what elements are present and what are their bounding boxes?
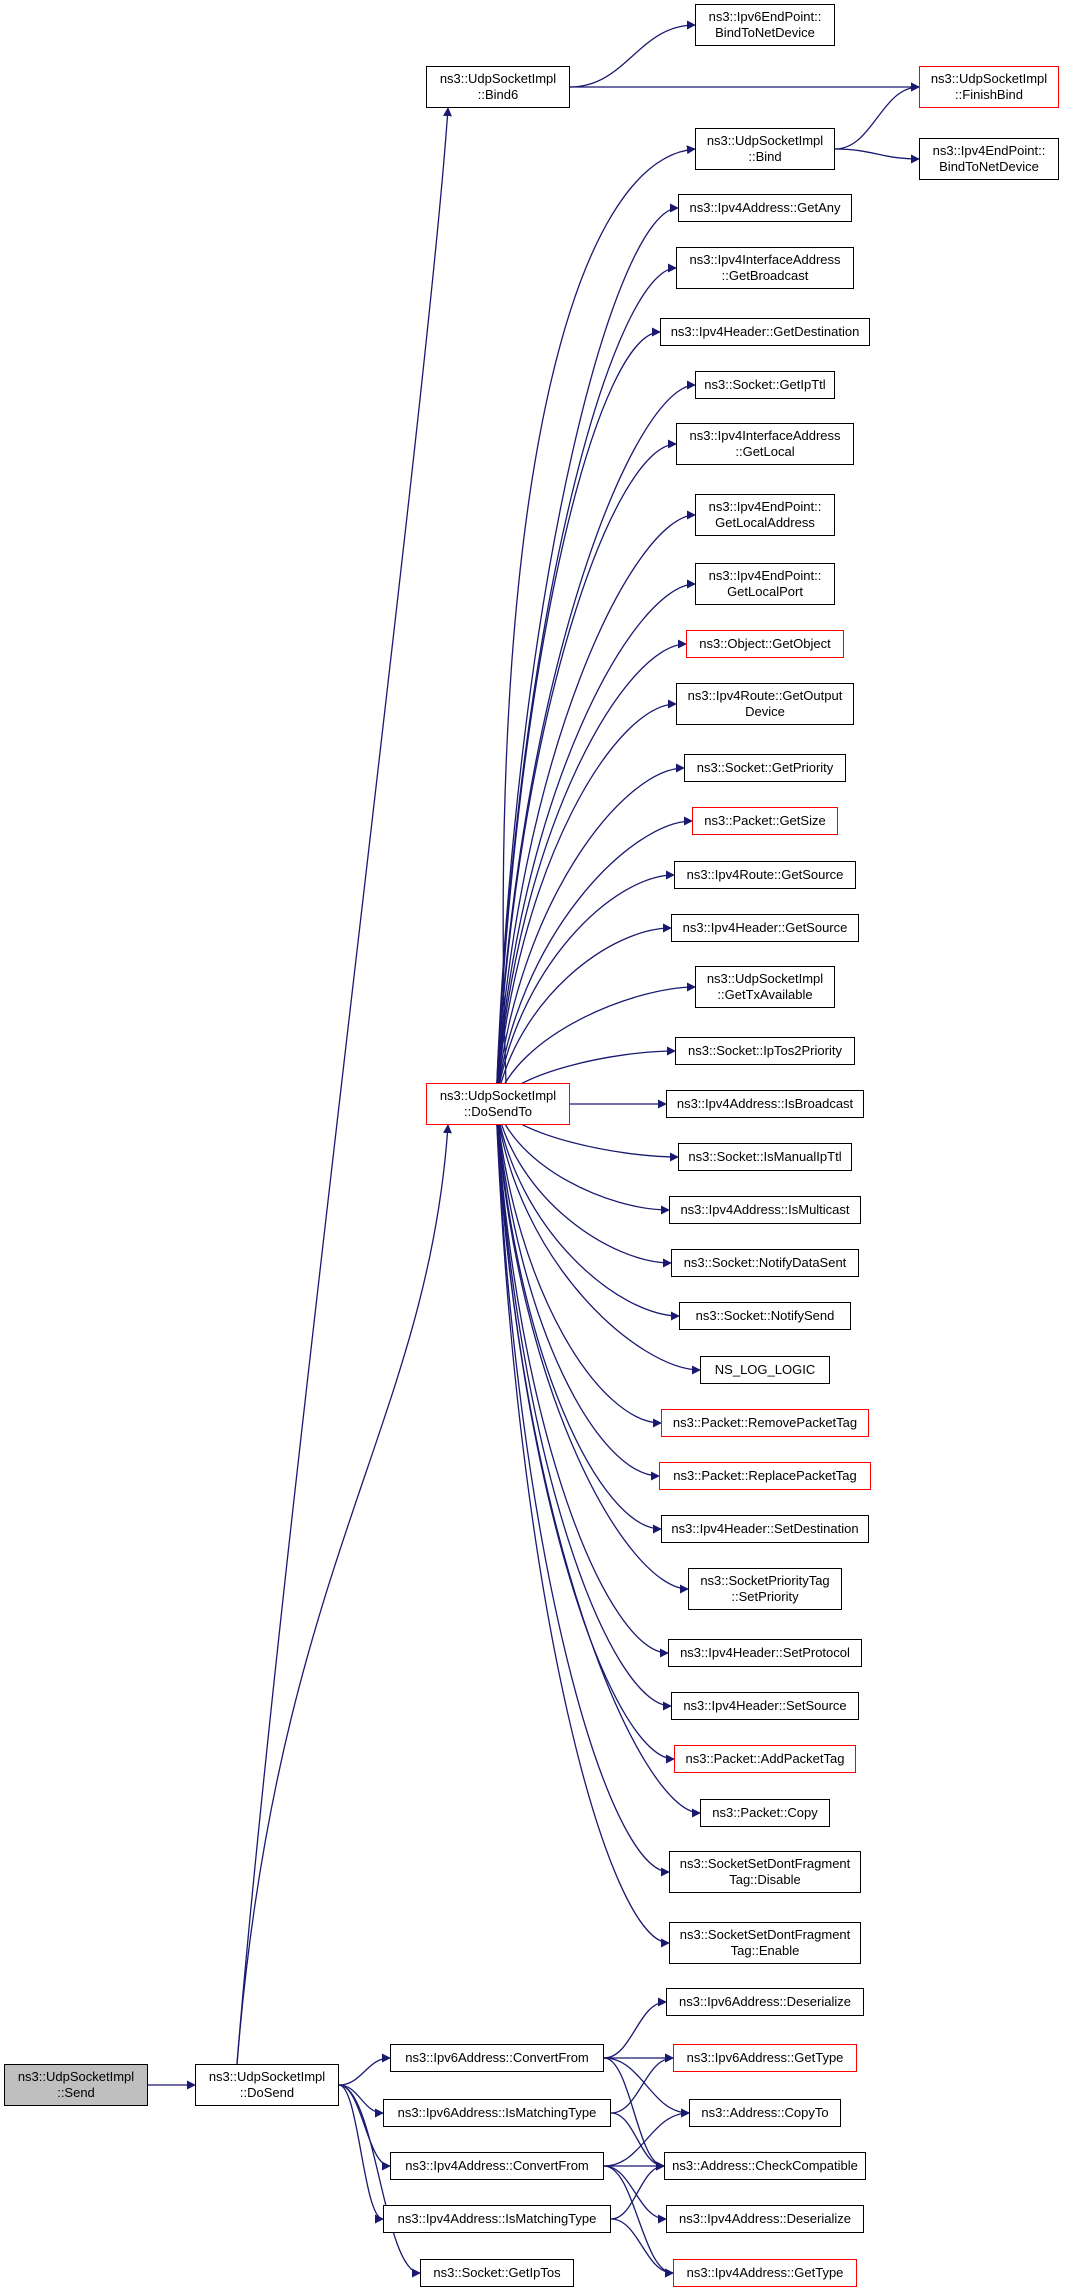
node-dosend[interactable]: ns3::UdpSocketImpl::DoSend (195, 2064, 339, 2106)
node-getiptos[interactable]: ns3::Socket::GetIpTos (420, 2259, 574, 2287)
edge-dosend-to-ipv6-ismatchingtype (338, 2084, 384, 2118)
edge-dosendto-to-removepackettag (495, 1103, 662, 1428)
edge-dosendto-to-dontfragment-disable (495, 1103, 670, 1877)
node-ipv4-endpoint-bindtonetdevice[interactable]: ns3::Ipv4EndPoint::BindToNetDevice (919, 138, 1059, 180)
edge-bind-to-finishbind (834, 82, 920, 150)
edge-ipv6-convertfrom-to-ipv6-deserialize (603, 1997, 667, 2059)
node-getbroadcast[interactable]: ns3::Ipv4InterfaceAddress::GetBroadcast (676, 247, 854, 289)
node-addpackettag[interactable]: ns3::Packet::AddPacketTag (674, 1745, 856, 1773)
edge-dosendto-to-route-getsource (495, 870, 675, 1105)
edge-ipv4-ismatchingtype-to-address-checkcompatible (610, 2161, 665, 2220)
node-header-getdestination[interactable]: ns3::Ipv4Header::GetDestination (660, 318, 870, 346)
node-send: ns3::UdpSocketImpl::Send (4, 2064, 148, 2106)
node-ipv4-ismatchingtype[interactable]: ns3::Ipv4Address::IsMatchingType (383, 2205, 611, 2233)
edge-dosendto-to-setprotocol (495, 1103, 669, 1658)
node-address-checkcompatible[interactable]: ns3::Address::CheckCompatible (664, 2152, 866, 2180)
edge-dosendto-to-gettxavailable (495, 982, 696, 1105)
node-getlocal[interactable]: ns3::Ipv4InterfaceAddress::GetLocal (676, 423, 854, 465)
edge-dosend-to-bind6 (236, 107, 452, 2065)
node-header-setdestination[interactable]: ns3::Ipv4Header::SetDestination (661, 1515, 869, 1543)
node-removepackettag[interactable]: ns3::Packet::RemovePacketTag (661, 1409, 869, 1437)
edge-dosendto-to-header-setdestination (495, 1103, 662, 1534)
edge-dosendto-to-header-setsource (495, 1103, 672, 1711)
node-notifydatasent[interactable]: ns3::Socket::NotifyDataSent (671, 1249, 859, 1277)
edge-ipv4-convertfrom-to-ipv4-gettype (603, 2165, 674, 2278)
node-ismanualipttl[interactable]: ns3::Socket::IsManualIpTtl (678, 1143, 852, 1171)
node-ipv4-deserialize[interactable]: ns3::Ipv4Address::Deserialize (666, 2205, 864, 2233)
edge-dosendto-to-notifysend (495, 1103, 680, 1321)
edge-dosendto-to-header-getdestination (495, 327, 661, 1105)
node-ismulticast[interactable]: ns3::Ipv4Address::IsMulticast (669, 1196, 861, 1224)
edge-dosendto-to-header-getsource (495, 923, 672, 1105)
node-setpriority[interactable]: ns3::SocketPriorityTag::SetPriority (688, 1568, 842, 1610)
node-replacepackettag[interactable]: ns3::Packet::ReplacePacketTag (659, 1462, 871, 1490)
edge-dosendto-to-ns-log-logic (495, 1103, 701, 1375)
node-ipv6-endpoint-bindtonetdevice[interactable]: ns3::Ipv6EndPoint::BindToNetDevice (695, 4, 835, 46)
node-getany[interactable]: ns3::Ipv4Address::GetAny (678, 194, 852, 222)
node-dosendto[interactable]: ns3::UdpSocketImpl::DoSendTo (426, 1083, 570, 1125)
edge-dosendto-to-notifydatasent (495, 1103, 672, 1268)
edge-ipv6-convertfrom-to-address-copyto (603, 2057, 690, 2118)
node-ipv4-gettype[interactable]: ns3::Ipv4Address::GetType (673, 2259, 857, 2287)
node-address-copyto[interactable]: ns3::Address::CopyTo (689, 2099, 841, 2127)
node-ipv6-gettype[interactable]: ns3::Ipv6Address::GetType (673, 2044, 857, 2072)
edge-ipv4-convertfrom-to-address-copyto (603, 2108, 690, 2167)
edge-dosend-to-ipv4-ismatchingtype (338, 2084, 384, 2224)
node-iptos2priority[interactable]: ns3::Socket::IpTos2Priority (675, 1037, 855, 1065)
node-ipv6-ismatchingtype[interactable]: ns3::Ipv6Address::IsMatchingType (383, 2099, 611, 2127)
edge-dosendto-to-replacepackettag (495, 1103, 660, 1481)
edge-ipv6-ismatchingtype-to-ipv6-gettype (610, 2053, 674, 2114)
edge-dosend-to-getiptos (338, 2084, 421, 2278)
node-getobject[interactable]: ns3::Object::GetObject (686, 630, 844, 658)
node-bind6[interactable]: ns3::UdpSocketImpl::Bind6 (426, 66, 570, 108)
edge-ipv4-convertfrom-to-ipv4-deserialize (603, 2165, 667, 2224)
edge-dosendto-to-getlocalport (495, 579, 696, 1105)
node-bind[interactable]: ns3::UdpSocketImpl::Bind (695, 128, 835, 170)
edge-dosendto-to-getbroadcast (495, 263, 677, 1105)
edge-dosendto-to-getsize (495, 816, 693, 1105)
node-isbroadcast[interactable]: ns3::Ipv4Address::IsBroadcast (666, 1090, 864, 1118)
edge-bind-to-ipv4-endpoint-bindtonetdevice (834, 148, 920, 164)
node-getsize[interactable]: ns3::Packet::GetSize (692, 807, 838, 835)
edge-dosend-to-dosendto (236, 1124, 452, 2065)
node-route-getsource[interactable]: ns3::Ipv4Route::GetSource (674, 861, 856, 889)
edge-dosendto-to-getobject (495, 639, 687, 1105)
edge-dosendto-to-ismulticast (495, 1103, 670, 1215)
node-getipttl[interactable]: ns3::Socket::GetIpTtl (695, 371, 835, 399)
edge-ipv4-ismatchingtype-to-ipv4-gettype (610, 2218, 674, 2278)
node-getpriority[interactable]: ns3::Socket::GetPriority (684, 754, 846, 782)
node-getlocaladdress[interactable]: ns3::Ipv4EndPoint::GetLocalAddress (695, 494, 835, 536)
node-ipv6-deserialize[interactable]: ns3::Ipv6Address::Deserialize (666, 1988, 864, 2016)
node-header-getsource[interactable]: ns3::Ipv4Header::GetSource (671, 914, 859, 942)
edge-dosendto-to-bind (502, 145, 696, 1084)
edge-dosendto-to-getoutputdevice (495, 699, 677, 1105)
edge-bind6-to-ipv6-endpoint-bindtonetdevice (569, 20, 696, 88)
node-getlocalport[interactable]: ns3::Ipv4EndPoint::GetLocalPort (695, 563, 835, 605)
node-ipv4-convertfrom[interactable]: ns3::Ipv4Address::ConvertFrom (390, 2152, 604, 2180)
node-gettxavailable[interactable]: ns3::UdpSocketImpl::GetTxAvailable (695, 966, 835, 1008)
node-notifysend[interactable]: ns3::Socket::NotifySend (679, 1302, 851, 1330)
node-ns-log-logic[interactable]: NS_LOG_LOGIC (700, 1356, 830, 1384)
edge-dosendto-to-packet-copy (495, 1103, 701, 1818)
edge-dosendto-to-setpriority (495, 1103, 689, 1594)
edge-dosendto-to-getpriority (495, 763, 685, 1105)
node-finishbind[interactable]: ns3::UdpSocketImpl::FinishBind (919, 66, 1059, 108)
edge-dosend-to-ipv6-convertfrom (338, 2053, 391, 2086)
edge-dosendto-to-getlocal (495, 439, 677, 1105)
node-setprotocol[interactable]: ns3::Ipv4Header::SetProtocol (668, 1639, 862, 1667)
edge-dosendto-to-getlocaladdress (495, 510, 696, 1105)
edge-ipv6-convertfrom-to-address-checkcompatible (603, 2057, 665, 2171)
edge-ipv6-ismatchingtype-to-address-checkcompatible (610, 2112, 665, 2171)
node-ipv6-convertfrom[interactable]: ns3::Ipv6Address::ConvertFrom (390, 2044, 604, 2072)
edge-dosendto-to-dontfragment-enable (495, 1103, 670, 1948)
node-packet-copy[interactable]: ns3::Packet::Copy (700, 1799, 830, 1827)
edge-dosendto-to-getany (495, 203, 679, 1105)
node-header-setsource[interactable]: ns3::Ipv4Header::SetSource (671, 1692, 859, 1720)
